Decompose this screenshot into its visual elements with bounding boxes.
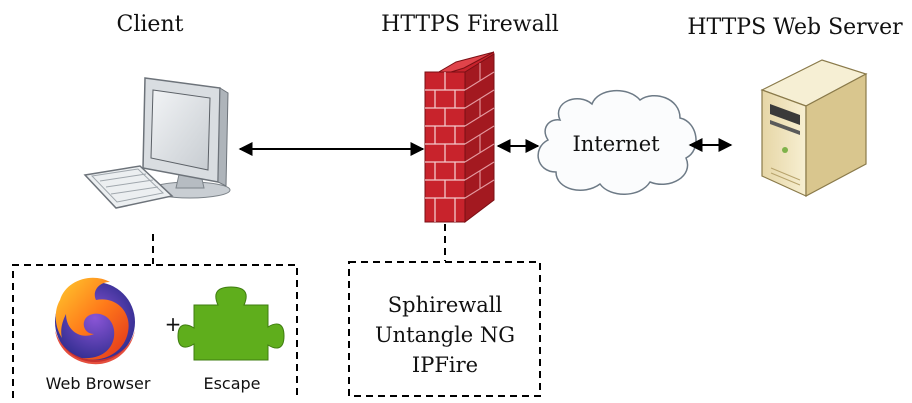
web-browser-label: Web Browser <box>46 374 151 393</box>
server-label: HTTPS Web Server <box>687 15 903 40</box>
server-tower-icon <box>760 59 868 197</box>
firewall-label: HTTPS Firewall <box>381 12 559 37</box>
escape-label: Escape <box>203 374 260 393</box>
firewall-product-item: Untangle NG <box>375 323 515 347</box>
firewall-product-item: IPFire <box>412 353 478 377</box>
plus-sign: + <box>165 312 182 336</box>
puzzle-piece-icon <box>177 286 285 361</box>
client-label: Client <box>117 12 184 37</box>
desktop-computer-icon <box>83 77 231 209</box>
cloud-icon <box>537 89 697 195</box>
firefox-icon <box>55 277 135 365</box>
internet-label: Internet <box>572 132 660 156</box>
firewall-products-box <box>348 261 541 397</box>
client-software-box <box>12 264 298 398</box>
firewall-product-item: Sphirewall <box>388 293 503 317</box>
brick-firewall-icon <box>424 51 495 224</box>
